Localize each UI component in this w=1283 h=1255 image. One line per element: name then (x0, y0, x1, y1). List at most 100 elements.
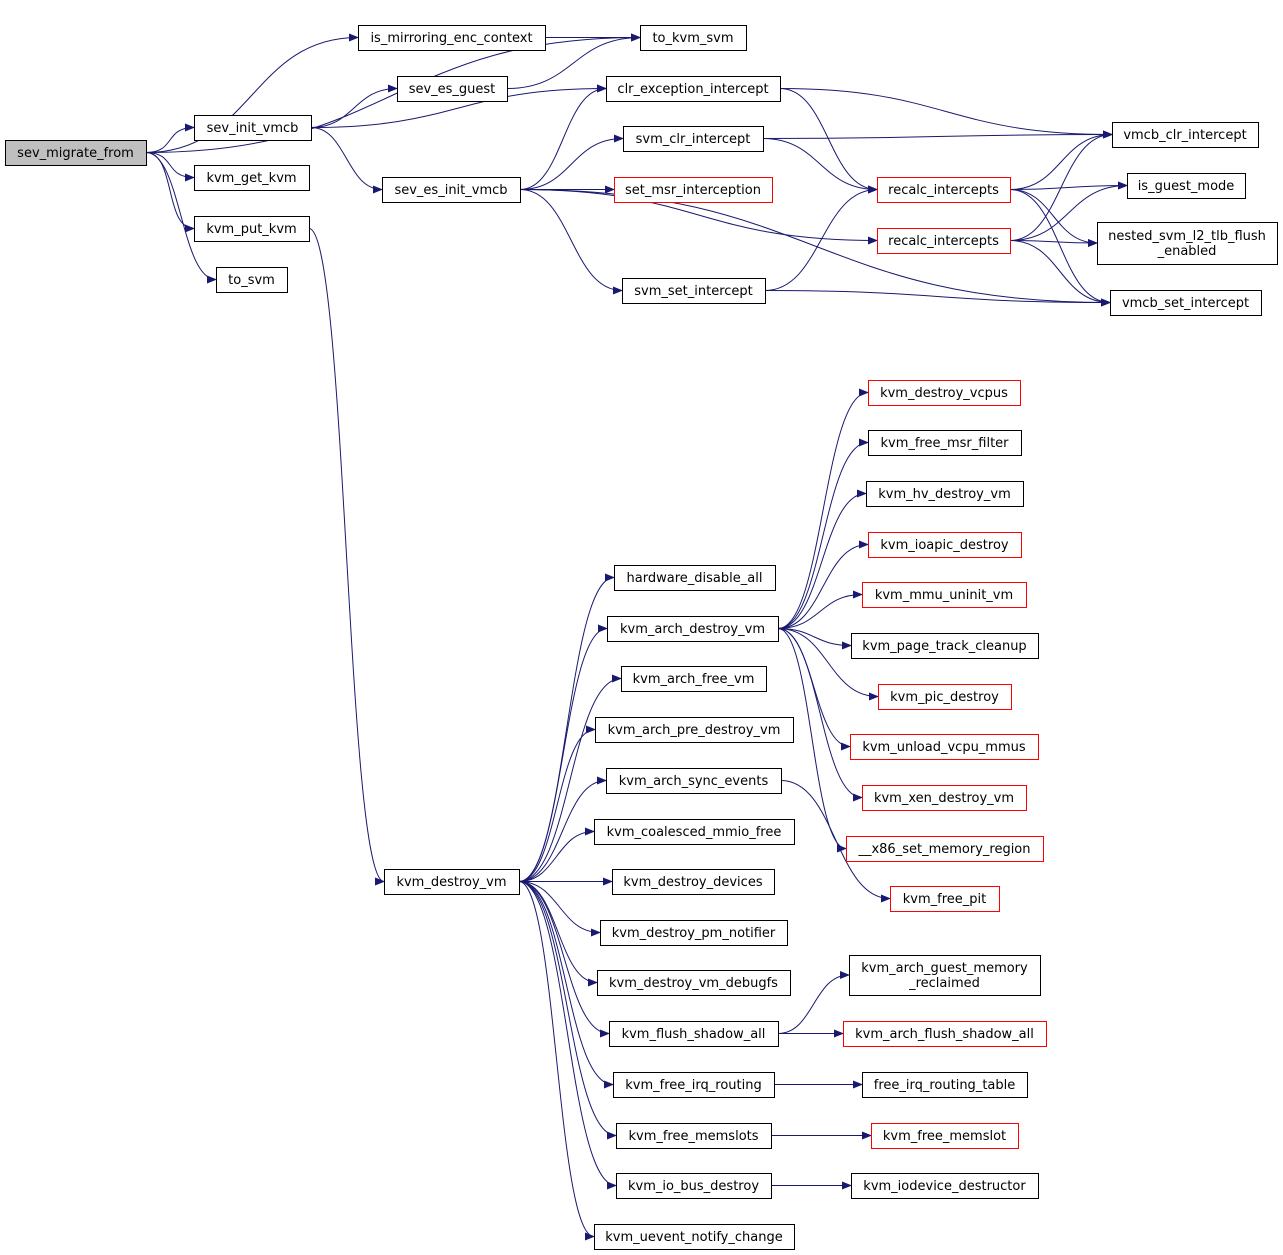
node-kvm-coalesced-mmio-free[interactable]: kvm_coalesced_mmio_free (594, 819, 795, 845)
node-kvm-destroy-vm-debugfs[interactable]: kvm_destroy_vm_debugfs (597, 970, 791, 996)
edge-arrow (777, 438, 869, 629)
node-box (868, 532, 1022, 558)
node-to-kvm-svm[interactable]: to_kvm_svm (640, 25, 747, 51)
node-kvm-hv-destroy-vm[interactable]: kvm_hv_destroy_vm (866, 481, 1024, 507)
edge-arrow (519, 189, 878, 245)
node-kvm-free-irq-routing[interactable]: kvm_free_irq_routing (613, 1072, 775, 1098)
node-box (606, 768, 782, 794)
node-label: _enabled (1157, 244, 1217, 259)
node-label: kvm_get_kvm (206, 171, 296, 186)
node-kvm-uevent-notify-change[interactable]: kvm_uevent_notify_change (594, 1224, 795, 1250)
edge-arrow (777, 388, 869, 629)
node-kvm-arch-flush-shadow-all[interactable]: kvm_arch_flush_shadow_all (843, 1021, 1047, 1047)
node-box (194, 216, 310, 242)
node-box (609, 1021, 779, 1047)
node-label: kvm_flush_shadow_all (622, 1027, 766, 1042)
node-recalc-intercepts-2[interactable]: recalc_intercepts (877, 228, 1011, 254)
node-label: vmcb_clr_intercept (1123, 128, 1246, 143)
edge-arrow (1009, 240, 1111, 307)
edge-arrow (518, 776, 607, 882)
node-kvm-destroy-devices[interactable]: kvm_destroy_devices (612, 869, 775, 895)
node-label: sev_es_init_vmcb (394, 183, 507, 198)
edge-arrow (518, 881, 617, 1190)
node-recalc-intercepts-1[interactable]: recalc_intercepts (877, 177, 1011, 203)
edge-recalc-intercepts-1-to-vmcb-clr-intercept (1009, 130, 1113, 190)
node-kvm-iodevice-destructor[interactable]: kvm_iodevice_destructor (851, 1173, 1039, 1199)
edge-arrow (1009, 130, 1113, 190)
node-box (614, 177, 773, 203)
node-kvm-page-track-cleanup[interactable]: kvm_page_track_cleanup (851, 633, 1039, 659)
node-kvm-arch-destroy-vm[interactable]: kvm_arch_destroy_vm (607, 616, 779, 642)
edge-recalc-intercepts-1-to-is-guest-mode (1009, 181, 1128, 190)
edge-arrow (518, 624, 608, 882)
edge-kvm-destroy-vm-to-kvm-destroy-pm-notifier (518, 881, 601, 937)
node-box (607, 616, 779, 642)
node-box (843, 1021, 1047, 1047)
node-box (597, 970, 791, 996)
node-label: recalc_intercepts (888, 234, 999, 249)
node-nested-svm-l2-tlb-flush-enabled[interactable]: nested_svm_l2_tlb_flush_enabled (1097, 222, 1278, 265)
node-label: kvm_mmu_uninit_vm (875, 588, 1013, 603)
node-kvm-ioapic-destroy[interactable]: kvm_ioapic_destroy (868, 532, 1022, 558)
node-clr-exception-intercept[interactable]: clr_exception_intercept (606, 76, 781, 102)
node-kvm-put-kvm[interactable]: kvm_put_kvm (194, 216, 310, 242)
node-is-guest-mode[interactable]: is_guest_mode (1127, 173, 1246, 199)
node-box (622, 278, 766, 304)
node-kvm-free-memslots[interactable]: kvm_free_memslots (616, 1123, 772, 1149)
node-label: kvm_free_msr_filter (880, 436, 1009, 451)
node-kvm-arch-sync-events[interactable]: kvm_arch_sync_events (606, 768, 782, 794)
node-kvm-destroy-vcpus[interactable]: kvm_destroy_vcpus (868, 380, 1021, 406)
node-vmcb-clr-intercept[interactable]: vmcb_clr_intercept (1112, 122, 1259, 148)
edge-arrow (1009, 189, 1111, 307)
node-x86-set-memory-region[interactable]: __x86_set_memory_region (846, 836, 1044, 862)
edge-recalc-intercepts-2-to-nested-svm-l2-tlb-flush-enabled (1009, 238, 1098, 247)
node-label: kvm_free_irq_routing (625, 1078, 761, 1093)
edge-arrow (762, 130, 1113, 139)
node-sev-es-guest[interactable]: sev_es_guest (397, 76, 508, 102)
node-svm-set-intercept[interactable]: svm_set_intercept (622, 278, 766, 304)
node-box (194, 115, 312, 141)
edge-kvm-destroy-vm-to-kvm-arch-free-vm (518, 674, 622, 882)
node-is-mirroring-enc-context[interactable]: is_mirroring_enc_context (358, 25, 546, 51)
node-kvm-pic-destroy[interactable]: kvm_pic_destroy (878, 684, 1012, 710)
node-kvm-free-memslot[interactable]: kvm_free_memslot (871, 1123, 1019, 1149)
node-to-svm[interactable]: to_svm (216, 267, 288, 293)
node-svm-clr-intercept[interactable]: svm_clr_intercept (623, 126, 764, 152)
node-kvm-free-pit[interactable]: kvm_free_pit (890, 886, 1000, 912)
node-kvm-arch-guest-memory-reclaimed[interactable]: kvm_arch_guest_memory_reclaimed (849, 955, 1041, 996)
node-box (850, 734, 1039, 760)
node-label: kvm_free_memslots (628, 1129, 758, 1144)
node-kvm-io-bus-destroy[interactable]: kvm_io_bus_destroy (616, 1173, 772, 1199)
node-label: kvm_pic_destroy (890, 690, 999, 705)
node-label: set_msr_interception (625, 183, 761, 198)
edge-kvm-destroy-vm-to-kvm-destroy-vm-debugfs (518, 881, 598, 987)
node-kvm-arch-pre-destroy-vm[interactable]: kvm_arch_pre_destroy_vm (595, 717, 794, 743)
node-sev-es-init-vmcb[interactable]: sev_es_init_vmcb (382, 177, 521, 203)
node-box (877, 177, 1011, 203)
node-vmcb-set-intercept[interactable]: vmcb_set_intercept (1110, 290, 1262, 316)
edge-sev-migrate-from-to-kvm-get-kvm (145, 152, 195, 182)
edge-sev-es-init-vmcb-to-vmcb-set-intercept (519, 189, 1111, 307)
node-kvm-arch-free-vm[interactable]: kvm_arch_free_vm (621, 666, 767, 692)
node-label: to_svm (228, 273, 275, 288)
edge-sev-init-vmcb-to-sev-es-guest (310, 84, 398, 128)
node-box (5, 140, 147, 166)
node-kvm-free-msr-filter[interactable]: kvm_free_msr_filter (868, 430, 1022, 456)
edge-kvm-destroy-vm-to-kvm-arch-sync-events (518, 776, 607, 882)
node-kvm-mmu-uninit-vm[interactable]: kvm_mmu_uninit_vm (862, 582, 1027, 608)
edge-arrow (762, 138, 878, 194)
node-kvm-unload-vcpu-mmus[interactable]: kvm_unload_vcpu_mmus (850, 734, 1039, 760)
node-label: kvm_destroy_devices (623, 875, 762, 890)
node-hardware-disable-all[interactable]: hardware_disable_all (614, 565, 776, 591)
node-sev-migrate-from[interactable]: sev_migrate_from (5, 140, 147, 166)
node-box (878, 684, 1012, 710)
node-kvm-destroy-pm-notifier[interactable]: kvm_destroy_pm_notifier (600, 920, 788, 946)
node-kvm-flush-shadow-all[interactable]: kvm_flush_shadow_all (609, 1021, 779, 1047)
node-label: free_irq_routing_table (874, 1078, 1016, 1093)
node-set-msr-interception[interactable]: set_msr_interception (614, 177, 773, 203)
node-kvm-xen-destroy-vm[interactable]: kvm_xen_destroy_vm (862, 785, 1027, 811)
node-kvm-destroy-vm[interactable]: kvm_destroy_vm (384, 869, 520, 895)
node-free-irq-routing-table[interactable]: free_irq_routing_table (862, 1072, 1028, 1098)
node-kvm-get-kvm[interactable]: kvm_get_kvm (194, 165, 310, 191)
node-sev-init-vmcb[interactable]: sev_init_vmcb (194, 115, 312, 141)
